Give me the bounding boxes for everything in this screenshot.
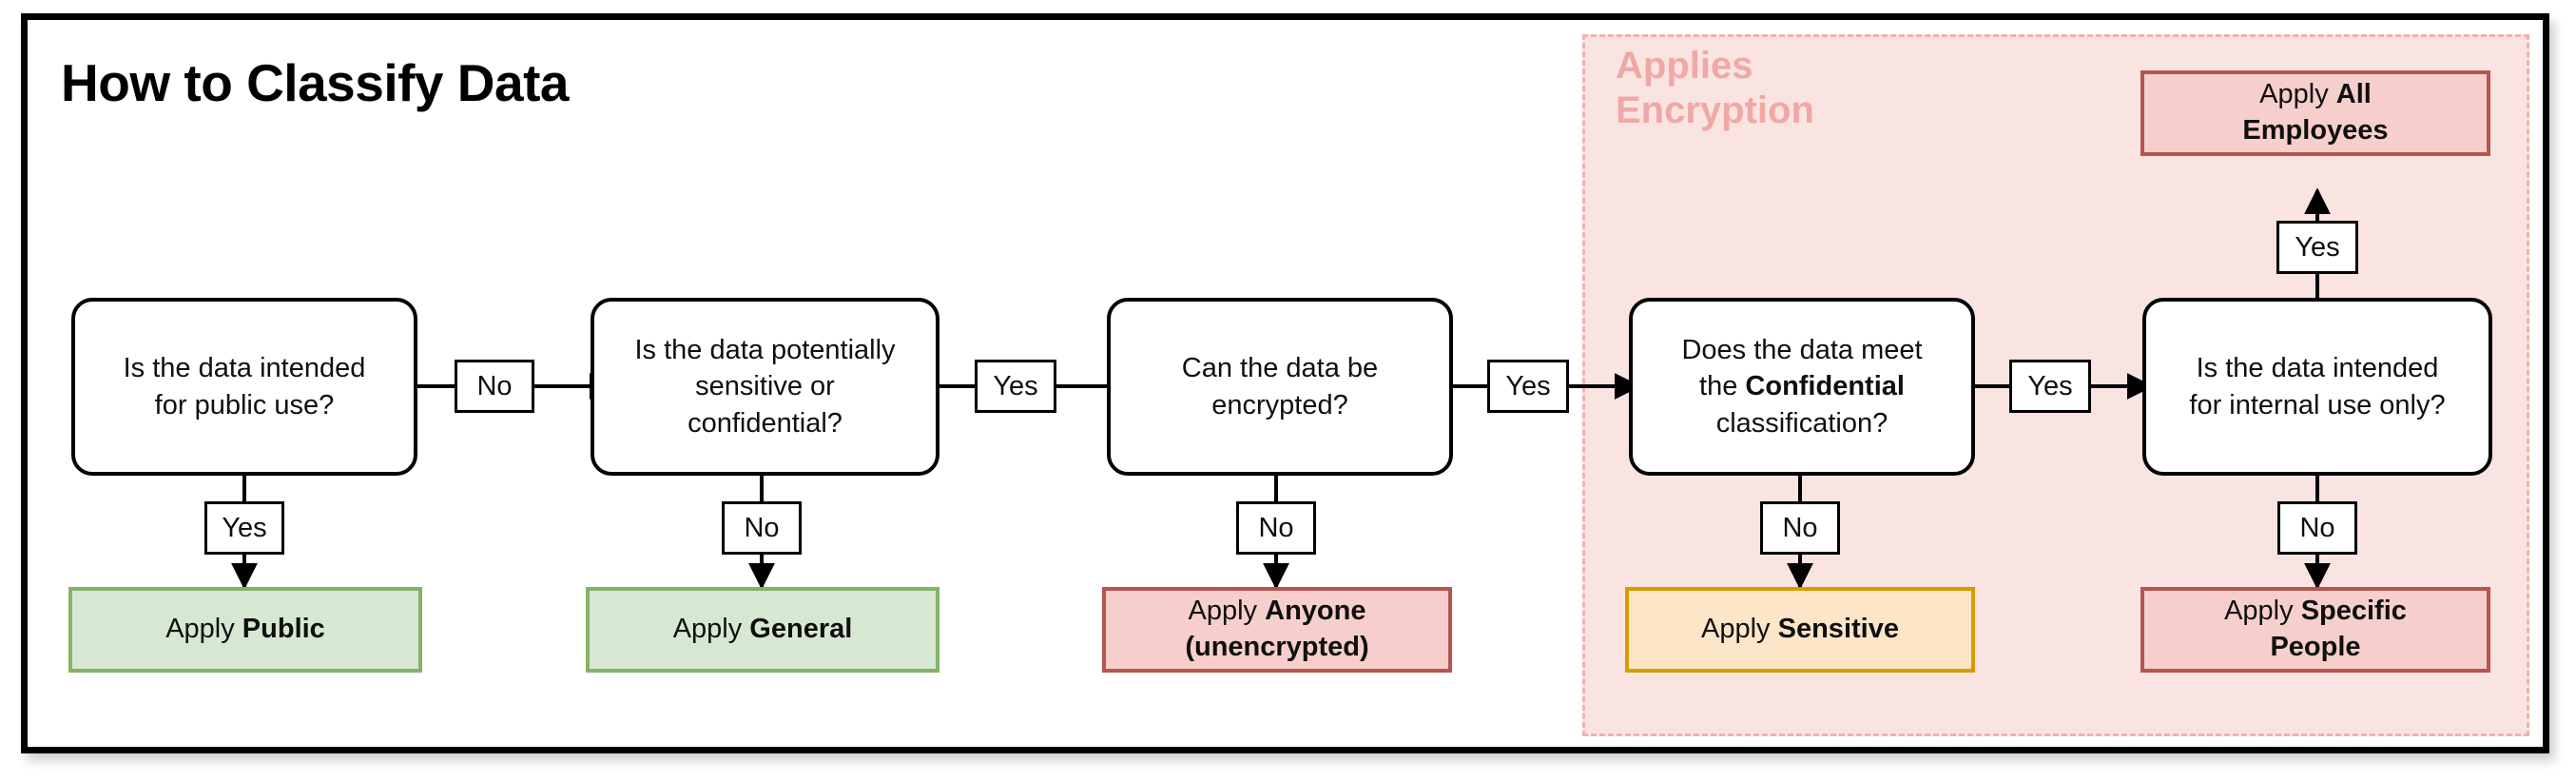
decision-sensitive-line1: Is the data potentially — [634, 334, 896, 365]
outcome-all-employees-label2: Employees — [2242, 115, 2389, 146]
decision-can-encrypt[interactable]: Can the data be encrypted? — [1107, 298, 1453, 476]
outcome-sensitive-label: Sensitive — [1777, 614, 1899, 645]
edge-label-confidential-yes: Yes — [2009, 360, 2091, 413]
decision-internal-use-only[interactable]: Is the data intended for internal use on… — [2142, 298, 2492, 476]
outcome-all-employees-label: All — [2335, 79, 2372, 110]
decision-sensitive-or-confidential[interactable]: Is the data potentially sensitive or con… — [591, 298, 939, 476]
edge-label-encrypt-no: No — [1236, 501, 1316, 555]
outcome-all-employees[interactable]: Apply All Employees — [2140, 70, 2490, 156]
decision-confidential-classification[interactable]: Does the data meet the Confidential clas… — [1629, 298, 1975, 476]
decision-confidential-line1: Does the data meet — [1681, 334, 1923, 365]
decision-public-use-line2: for public use? — [154, 389, 335, 420]
page-title: How to Classify Data — [61, 53, 570, 112]
edge-label-sensitive-no: No — [722, 501, 802, 555]
decision-internal-line2: for internal use only? — [2189, 389, 2446, 420]
edge-label-public-use-no: No — [455, 360, 534, 413]
decision-sensitive-line2: sensitive or — [695, 371, 835, 402]
decision-encrypt-line2: encrypted? — [1211, 389, 1348, 420]
outcome-specific-people[interactable]: Apply Specific People — [2140, 587, 2490, 673]
outcome-public-label: Public — [242, 614, 325, 645]
outcome-anyone-prefix: Apply — [1188, 596, 1266, 627]
decision-confidential-line2: the Confidential — [1681, 368, 1922, 405]
decision-public-use-line1: Is the data intended — [123, 352, 366, 383]
edge-label-internal-yes: Yes — [2276, 221, 2358, 274]
decision-sensitive-line3: confidential? — [688, 407, 843, 439]
decision-confidential-line3: classification? — [1715, 407, 1888, 439]
outcome-sensitive[interactable]: Apply Sensitive — [1625, 587, 1975, 673]
outcome-public-prefix: Apply — [165, 614, 242, 645]
outcome-specific-people-prefix: Apply — [2224, 596, 2301, 627]
decision-internal-line1: Is the data intended — [2196, 352, 2439, 383]
decision-encrypt-line1: Can the data be — [1181, 352, 1379, 383]
edge-label-encrypt-yes: Yes — [1487, 360, 1569, 413]
outcome-anyone-label2: (unencrypted) — [1185, 632, 1369, 662]
outcome-all-employees-prefix: Apply — [2259, 79, 2336, 110]
edge-label-confidential-no: No — [1760, 501, 1840, 555]
outcome-sensitive-prefix: Apply — [1701, 614, 1778, 645]
edge-label-public-use-yes: Yes — [204, 501, 284, 555]
applies-encryption-label: Applies Encryption — [1616, 45, 1814, 132]
decision-confidential-keyword: Confidential — [1745, 371, 1905, 402]
outcome-general-label: General — [749, 614, 853, 645]
decision-confidential-line2-pre: the — [1699, 371, 1746, 402]
outcome-anyone-label: Anyone — [1265, 596, 1366, 627]
edge-label-internal-no: No — [2277, 501, 2357, 555]
outcome-specific-people-label: Specific — [2300, 596, 2407, 627]
outcome-anyone-unencrypted[interactable]: Apply Anyone (unencrypted) — [1102, 587, 1452, 673]
outcome-general[interactable]: Apply General — [586, 587, 939, 673]
outcome-public[interactable]: Apply Public — [68, 587, 422, 673]
outcome-specific-people-label2: People — [2270, 632, 2361, 662]
edge-label-sensitive-yes: Yes — [975, 360, 1056, 413]
decision-public-use[interactable]: Is the data intended for public use? — [71, 298, 417, 476]
outcome-general-prefix: Apply — [672, 614, 750, 645]
